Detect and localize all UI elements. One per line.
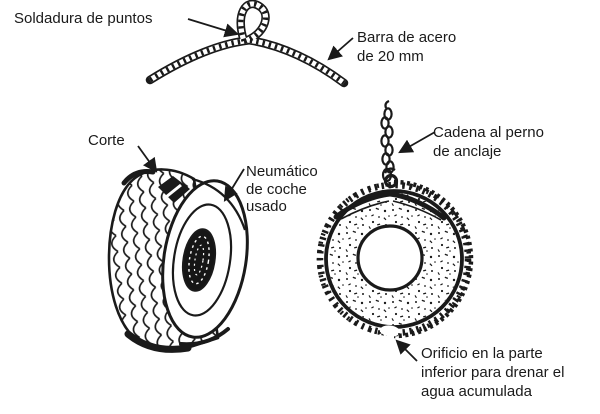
label-line: Orificio en la parte bbox=[421, 345, 543, 362]
tread-bottom-shading bbox=[124, 330, 192, 353]
label-line: de 20 mm bbox=[357, 48, 424, 65]
tire-stipple-texture bbox=[328, 193, 461, 325]
arrow-soldadura bbox=[187, 18, 240, 38]
bar-arm-right bbox=[387, 191, 447, 221]
label-cadena-perno: Cadena al perno de anclaje bbox=[433, 123, 544, 161]
bead-ring bbox=[171, 203, 233, 317]
label-barra-de-acero: Barra de acero de 20 mm bbox=[357, 28, 456, 66]
label-line: Cadena al perno bbox=[433, 124, 544, 141]
label-orificio-drenaje: Orificio en la parte inferior para drena… bbox=[421, 344, 564, 401]
label-line: Neumático bbox=[246, 163, 318, 180]
arrow-corte bbox=[137, 145, 158, 173]
label-soldadura-de-puntos: Soldadura de puntos bbox=[14, 9, 152, 28]
label-line: de coche bbox=[246, 180, 307, 198]
label-line: Barra de acero bbox=[357, 29, 457, 46]
drain-hole bbox=[380, 325, 400, 337]
label-line: Soldadura de puntos bbox=[14, 10, 153, 27]
label-line: inferior para drenar el bbox=[421, 364, 565, 381]
callout-arrows bbox=[137, 18, 436, 362]
label-line: usado bbox=[246, 198, 287, 215]
label-line: de anclaje bbox=[433, 143, 502, 160]
label-corte: Corte bbox=[88, 131, 125, 150]
label-line: agua acumulada bbox=[421, 383, 532, 400]
center-hole bbox=[356, 224, 424, 292]
chain-drawing bbox=[380, 99, 395, 183]
arrow-neumatico bbox=[223, 168, 245, 202]
label-line: Corte bbox=[88, 132, 125, 149]
hub-hole bbox=[181, 228, 217, 292]
arrow-orificio bbox=[395, 339, 418, 362]
used-tire-side-view-drawing bbox=[107, 168, 249, 353]
steel-bar-with-loop-drawing bbox=[150, 4, 344, 83]
bar-arm-left bbox=[333, 191, 393, 220]
sidewall-bottom-shading bbox=[179, 327, 230, 347]
arrow-cadena bbox=[398, 131, 436, 154]
label-neumatico-usado: Neumático de coche usado bbox=[246, 163, 318, 216]
tire-anchor-front-view-drawing bbox=[316, 167, 474, 339]
arrow-barra bbox=[327, 37, 354, 61]
